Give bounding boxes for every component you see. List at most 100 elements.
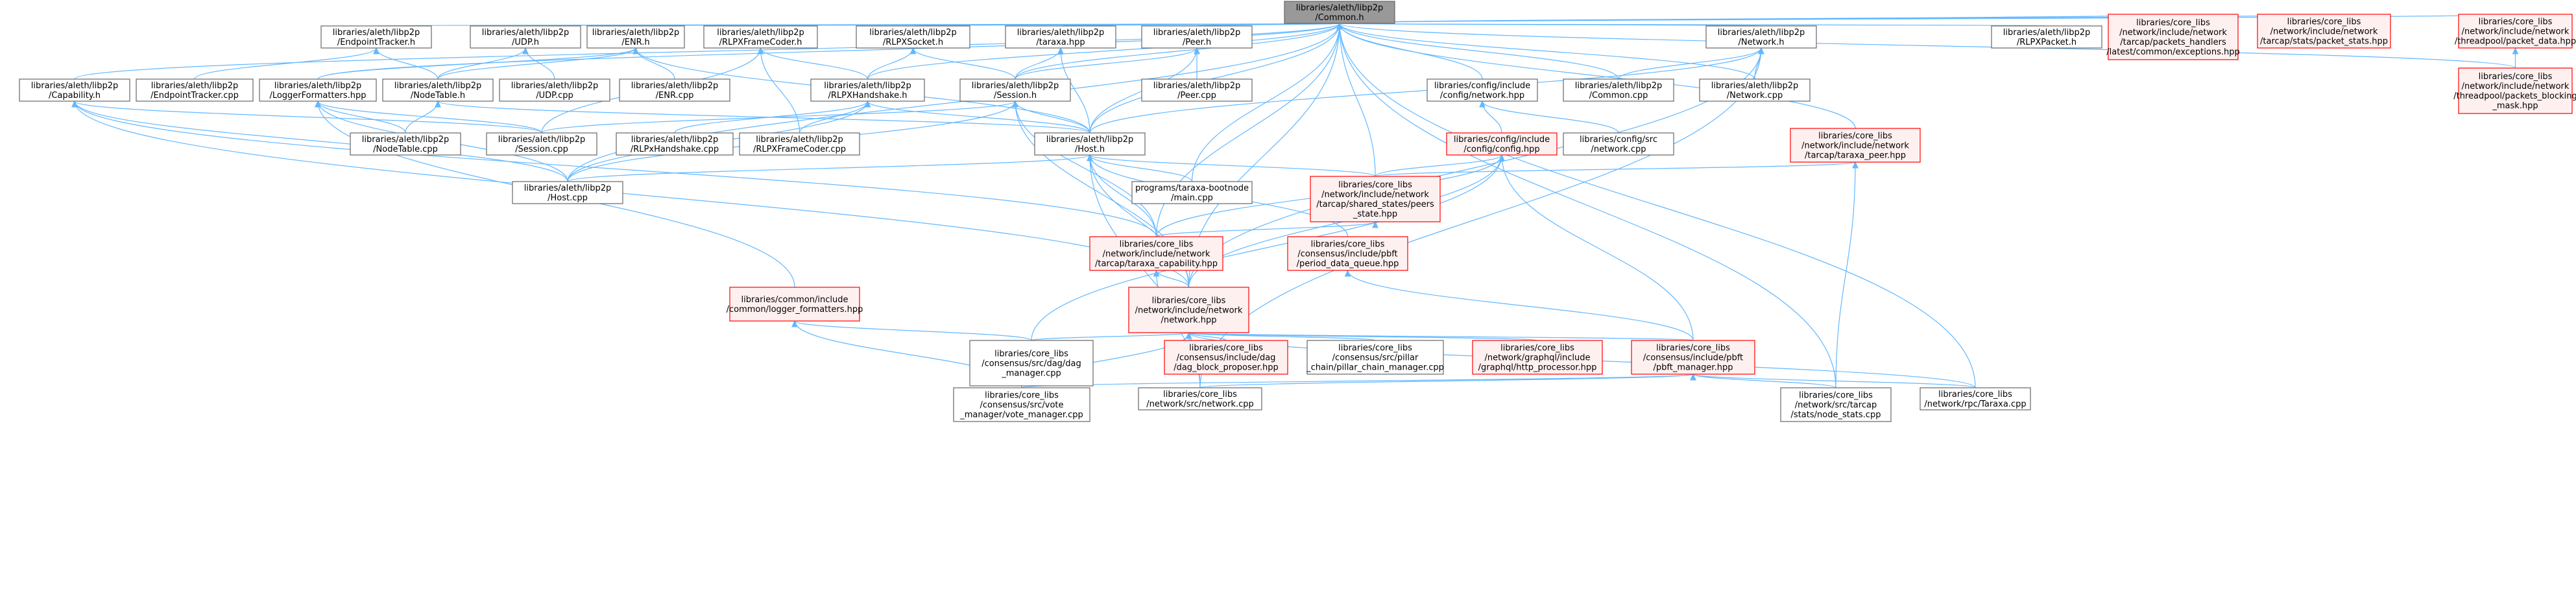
node-label-line: libraries/aleth/libp2p xyxy=(31,81,118,91)
node-vote-manager-cpp[interactable]: libraries/core_libs/consensus/src/vote_m… xyxy=(953,387,1090,422)
node-udp-h[interactable]: libraries/aleth/libp2p/UDP.h xyxy=(470,25,581,49)
node-rlpxhandshake-h[interactable]: libraries/aleth/libp2p/RLPXHandshake.h xyxy=(810,78,925,102)
node-enr-cpp[interactable]: libraries/aleth/libp2p/ENR.cpp xyxy=(619,78,730,102)
node-box xyxy=(470,25,581,49)
node-label-line: libraries/aleth/libp2p xyxy=(869,28,956,38)
node-bootnode-main-cpp[interactable]: programs/taraxa-bootnode/main.cpp xyxy=(1131,181,1253,204)
node-box xyxy=(1991,25,2102,49)
node-label-line: libraries/aleth/libp2p xyxy=(362,135,449,145)
node-peer-h[interactable]: libraries/aleth/libp2p/Peer.h xyxy=(1141,25,1253,49)
node-box xyxy=(259,78,377,102)
arrow-head xyxy=(1153,269,1160,277)
node-label-line: /consensus/src/pillar xyxy=(1332,353,1419,363)
node-rlpxframecoder-cpp[interactable]: libraries/aleth/libp2p/RLPXFrameCoder.cp… xyxy=(739,132,860,156)
node-box xyxy=(1631,340,1755,375)
node-capability-h[interactable]: libraries/aleth/libp2p/Capability.h xyxy=(19,78,130,102)
node-box xyxy=(2458,67,2573,114)
node-taraxa-rpc-cpp[interactable]: libraries/core_libs/network/rpc/Taraxa.c… xyxy=(1920,387,2031,410)
node-dag-manager-cpp[interactable]: libraries/core_libs/consensus/src/dag/da… xyxy=(969,340,1094,386)
node-taraxa-capability-hpp[interactable]: libraries/core_libs/network/include/netw… xyxy=(1089,236,1223,271)
node-session-cpp[interactable]: libraries/aleth/libp2p/Session.cpp xyxy=(486,132,597,156)
dependency-edge xyxy=(1375,161,1856,177)
node-label-line: /Host.h xyxy=(1075,145,1105,154)
node-network-cpp-aleth[interactable]: libraries/aleth/libp2p/Network.cpp xyxy=(1699,78,1811,102)
node-label-line: /Session.cpp xyxy=(515,145,568,154)
node-label-line: /graphql/http_processor.hpp xyxy=(1478,363,1597,373)
node-config-hpp[interactable]: libraries/config/include/config/config.h… xyxy=(1446,132,1558,156)
dependency-edge xyxy=(1375,154,1502,177)
node-dag-block-proposer-hpp[interactable]: libraries/core_libs/consensus/include/da… xyxy=(1164,340,1288,375)
node-label-line: /Host.cpp xyxy=(548,193,588,203)
node-common-cpp[interactable]: libraries/aleth/libp2p/Common.cpp xyxy=(1563,78,1674,102)
node-config-network-cpp[interactable]: libraries/config/src/network.cpp xyxy=(1563,132,1674,156)
node-udp-cpp[interactable]: libraries/aleth/libp2p/UDP.cpp xyxy=(499,78,610,102)
node-taraxa-peer-hpp[interactable]: libraries/core_libs/network/include/netw… xyxy=(1790,128,1921,163)
node-pillar-chain-manager-cpp[interactable]: libraries/core_libs/consensus/src/pillar… xyxy=(1306,340,1444,375)
dependency-edge xyxy=(1339,23,1619,80)
node-rlpxpacket-h[interactable]: libraries/aleth/libp2p/RLPXPacket.h xyxy=(1991,25,2102,49)
node-packets-blocking-mask-hpp[interactable]: libraries/core_libs/network/include/netw… xyxy=(2453,67,2576,114)
dependency-edge xyxy=(1031,154,1502,341)
node-network-src-network-cpp[interactable]: libraries/core_libs/network/src/network.… xyxy=(1138,387,1262,410)
node-endpointtracker-h[interactable]: libraries/aleth/libp2p/EndpointTracker.h xyxy=(320,25,432,49)
node-box xyxy=(1699,78,1811,102)
node-nodetable-h[interactable]: libraries/aleth/libp2p/NodeTable.h xyxy=(382,78,494,102)
dependency-edge xyxy=(1015,101,1157,237)
node-nodetable-cpp[interactable]: libraries/aleth/libp2p/NodeTable.cpp xyxy=(350,132,461,156)
node-pbft-manager-hpp[interactable]: libraries/core_libs/consensus/include/pb… xyxy=(1631,340,1755,375)
dependency-edge xyxy=(1347,270,1694,341)
node-http-processor-hpp[interactable]: libraries/core_libs/network/graphql/incl… xyxy=(1472,340,1603,375)
node-loggerformatters-hpp[interactable]: libraries/aleth/libp2p/LoggerFormatters.… xyxy=(259,78,377,102)
node-endpointtracker-cpp[interactable]: libraries/aleth/libp2p/EndpointTracker.c… xyxy=(136,78,254,102)
dependency-edge xyxy=(1089,47,1762,134)
node-rlpxframecoder-h[interactable]: libraries/aleth/libp2p/RLPXFrameCoder.h xyxy=(703,25,818,49)
node-label-line: /pbft_manager.hpp xyxy=(1654,363,1733,373)
arrow-head xyxy=(791,320,798,327)
node-box xyxy=(1310,176,1441,222)
node-box xyxy=(1306,340,1444,375)
node-label-line: /latest/common/exceptions.hpp xyxy=(2106,47,2240,57)
node-root[interactable]: libraries/aleth/libp2p/Common.h xyxy=(1284,1,1395,24)
node-label-line: libraries/core_libs xyxy=(2479,18,2553,27)
node-logger-formatters-hpp[interactable]: libraries/common/include/common/logger_f… xyxy=(727,287,863,322)
node-session-h[interactable]: libraries/aleth/libp2p/Session.h xyxy=(959,78,1071,102)
node-packet-stats-hpp[interactable]: libraries/core_libs/network/include/netw… xyxy=(2257,14,2391,49)
node-host-cpp[interactable]: libraries/aleth/libp2p/Host.cpp xyxy=(512,181,623,204)
node-label-line: /consensus/include/pbft xyxy=(1297,250,1397,259)
node-rlpxsocket-h[interactable]: libraries/aleth/libp2p/RLPXSocket.h xyxy=(856,25,970,49)
node-exceptions-hpp[interactable]: libraries/core_libs/network/include/netw… xyxy=(2106,14,2240,60)
dependency-edge xyxy=(794,320,1032,341)
node-box xyxy=(486,132,597,156)
node-host-h[interactable]: libraries/aleth/libp2p/Host.h xyxy=(1034,132,1146,156)
node-peer-cpp[interactable]: libraries/aleth/libp2p/Peer.cpp xyxy=(1141,78,1253,102)
arrow-head xyxy=(1057,47,1064,54)
node-peers-state-hpp[interactable]: libraries/core_libs/network/include/netw… xyxy=(1310,176,1441,222)
node-box xyxy=(1141,25,1253,49)
node-label-line: /RLPXFrameCoder.cpp xyxy=(753,145,846,154)
node-taraxa-hpp[interactable]: libraries/aleth/libp2p/taraxa.hpp xyxy=(1005,25,1116,49)
node-enr-h[interactable]: libraries/aleth/libp2p/ENR.h xyxy=(586,25,685,49)
node-box xyxy=(586,25,685,49)
node-node-stats-cpp[interactable]: libraries/core_libs/network/src/tarcap/s… xyxy=(1780,387,1892,422)
node-network-hpp[interactable]: libraries/core_libs/network/include/netw… xyxy=(1128,287,1249,333)
node-packet-data-hpp[interactable]: libraries/core_libs/network/include/netw… xyxy=(2455,14,2576,49)
node-label-line: /consensus/src/dag/dag xyxy=(981,359,1081,369)
dependency-edge xyxy=(1188,332,1376,341)
node-label-line: libraries/aleth/libp2p xyxy=(1153,28,1240,38)
node-network-h[interactable]: libraries/aleth/libp2p/Network.h xyxy=(1705,25,1817,49)
node-period-data-queue-hpp[interactable]: libraries/core_libs/consensus/include/pb… xyxy=(1287,236,1408,271)
dependency-edge xyxy=(1155,221,1376,237)
dependency-edge xyxy=(1188,332,1227,341)
node-box xyxy=(1131,181,1253,204)
arrow-head xyxy=(1344,269,1351,277)
node-box xyxy=(969,340,1094,386)
node-label-line: /network/src/tarcap xyxy=(1795,401,1877,410)
dependency-edge xyxy=(1482,101,1619,134)
dependency-edge xyxy=(437,101,1090,134)
node-box xyxy=(1563,78,1674,102)
node-label-line: /threadpool/packets_blocking xyxy=(2453,91,2576,101)
node-config-network-hpp[interactable]: libraries/config/include/config/network.… xyxy=(1426,78,1538,102)
node-rlpxhandshake-cpp[interactable]: libraries/aleth/libp2p/RLPxHandshake.cpp xyxy=(616,132,734,156)
dependency-edge xyxy=(1089,154,1157,237)
